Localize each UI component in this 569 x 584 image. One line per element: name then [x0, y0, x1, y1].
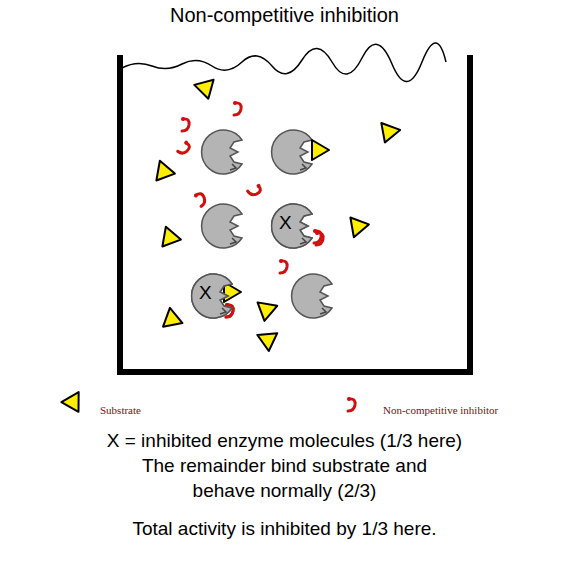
- enzyme-shape: [191, 273, 237, 319]
- legend-text: Substrate: [100, 404, 141, 416]
- caption-note: Total activity is inhibited by 1/3 here.: [0, 516, 569, 541]
- inhibited-enzyme: X: [271, 203, 317, 249]
- caption-note: The remainder bind substrate and behave …: [135, 453, 435, 503]
- inhibition-mark: X: [279, 213, 292, 232]
- caption-note: X = inhibited enzyme molecules (1/3 here…: [0, 428, 569, 453]
- enzyme-shape: [271, 203, 317, 249]
- legend-text: Non-competitive inhibitor: [383, 404, 498, 416]
- inhibited-enzyme: X: [191, 273, 237, 319]
- diagram-title: Non-competitive inhibition: [0, 4, 569, 27]
- inhibition-mark: X: [199, 283, 212, 302]
